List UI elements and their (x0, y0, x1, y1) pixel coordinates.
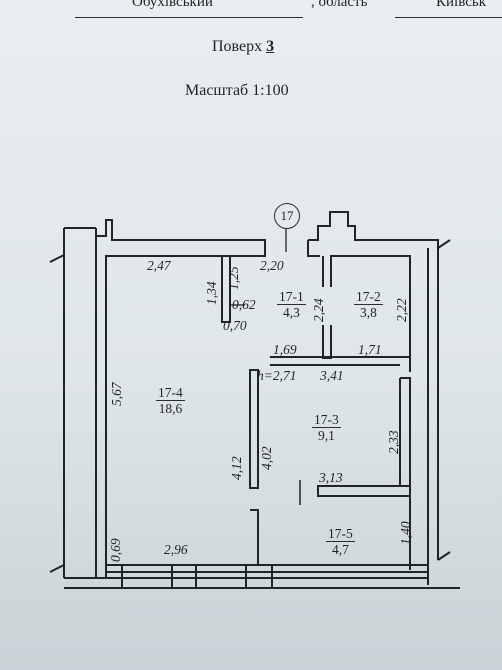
dimension-label: 2,33 (386, 430, 401, 454)
dimension-label: 4,12 (229, 456, 244, 480)
dimension-label: 2,47 (147, 258, 171, 273)
dimension-label: 0,62 (232, 297, 256, 312)
floor-title: Поверх 3 (212, 38, 274, 56)
dimension-label: 2,96 (164, 542, 188, 557)
dimension-label: 2,22 (394, 298, 409, 322)
dimension-label: 3,13 (319, 470, 343, 485)
room-id: 17-5 (326, 526, 355, 543)
room-id: 17-2 (354, 289, 383, 306)
floor-number: 3 (266, 38, 275, 55)
district-name: Обухівський (132, 0, 213, 10)
dimension-label: 0,70 (223, 318, 247, 333)
room-17-4: 17-4 18,6 (156, 385, 185, 417)
dimension-label: 1,34 (204, 281, 219, 305)
room-area: 9,1 (317, 428, 335, 444)
dimension-label: 2,24 (311, 298, 326, 322)
floor-label: Поверх (212, 38, 263, 55)
dimension-label: 0,69 (108, 538, 123, 562)
room-id: 17-3 (312, 412, 341, 429)
room-id: 17-1 (277, 289, 306, 306)
apartment-number-badge: 17 (274, 203, 300, 229)
dimension-label: 4,02 (259, 446, 274, 470)
district-underline (75, 17, 303, 18)
room-17-3: 17-3 9,1 (312, 412, 341, 444)
room-area: 3,8 (359, 305, 377, 321)
dimension-label: 1,71 (358, 342, 382, 357)
dimension-label: 2,20 (260, 258, 284, 273)
dimension-label: 1,25 (226, 266, 241, 290)
room-17-2: 17-2 3,8 (354, 289, 383, 321)
region-word: , область (311, 0, 368, 10)
dimension-label: 5,67 (109, 382, 124, 406)
scale-title: Масштаб 1:100 (185, 82, 289, 99)
room-17-5: 17-5 4,7 (326, 526, 355, 558)
region-name: Київськ (436, 0, 486, 10)
room-id: 17-4 (156, 385, 185, 402)
region-underline (395, 17, 502, 18)
dimension-label: 3,41 (320, 368, 344, 383)
ceiling-height-label: h=2,71 (257, 368, 297, 383)
room-area: 4,3 (282, 305, 300, 321)
room-area: 4,7 (331, 542, 349, 558)
dimension-label: 1,69 (273, 342, 297, 357)
room-area: 18,6 (158, 401, 183, 417)
room-17-1: 17-1 4,3 (277, 289, 306, 321)
dimension-label: 1,40 (398, 521, 413, 545)
